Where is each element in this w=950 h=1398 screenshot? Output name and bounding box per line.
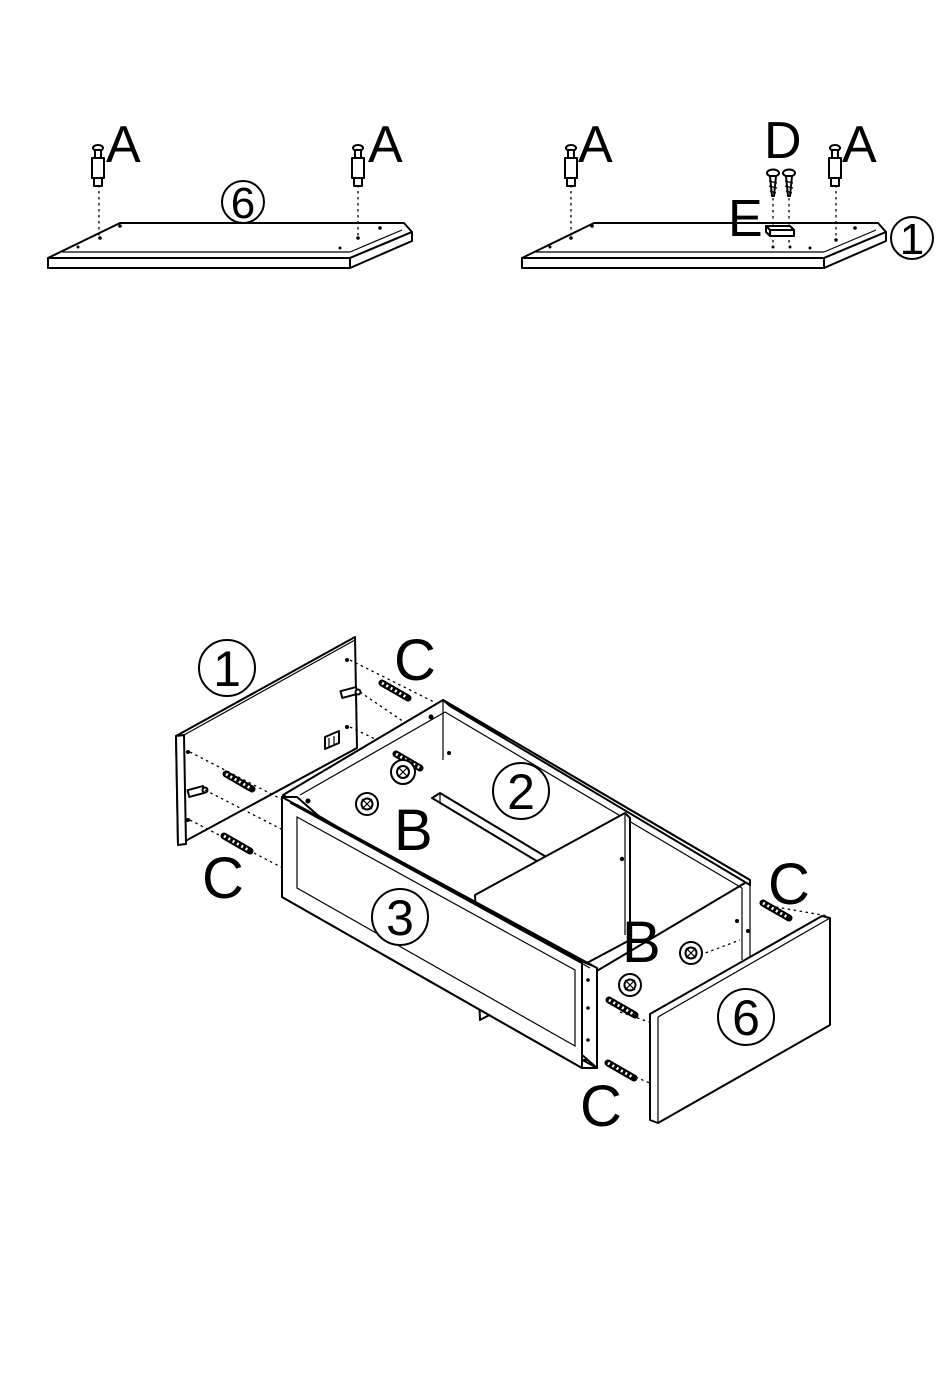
label-a-right: A bbox=[842, 116, 877, 174]
label-a-left: A bbox=[578, 116, 613, 174]
panel-1-board bbox=[522, 223, 886, 258]
step-panel-1-hardware: A D A E 1 bbox=[522, 112, 933, 268]
label-a-right: A bbox=[368, 116, 403, 174]
label-b: B bbox=[622, 910, 661, 975]
panel-number-1: 1 bbox=[213, 641, 241, 697]
panel-number-1: 1 bbox=[900, 215, 924, 264]
screw-d-icon bbox=[767, 170, 779, 197]
bracket-e-icon bbox=[766, 226, 794, 236]
cam-dowel-a-icon bbox=[829, 145, 841, 186]
cam-dowel-a-icon bbox=[565, 145, 577, 186]
label-a-left: A bbox=[106, 116, 141, 174]
label-c: C bbox=[580, 1074, 622, 1139]
label-c: C bbox=[768, 852, 810, 917]
cam-dowel-a-icon bbox=[352, 145, 364, 186]
label-b: B bbox=[394, 798, 433, 863]
step-carcass-assembly: 1 2 3 6 C B C C B C bbox=[176, 628, 830, 1139]
label-c: C bbox=[202, 846, 244, 911]
panel-number-6: 6 bbox=[231, 179, 255, 228]
panel-number-3: 3 bbox=[386, 890, 414, 946]
panel-number-2: 2 bbox=[507, 764, 535, 820]
panel-number-6: 6 bbox=[732, 990, 760, 1046]
label-e: E bbox=[728, 190, 763, 248]
cam-dowel-a-icon bbox=[92, 145, 104, 186]
label-c: C bbox=[394, 628, 436, 693]
label-d: D bbox=[764, 112, 802, 170]
panel-6-board-front bbox=[48, 258, 350, 268]
cam-lock-b-icon bbox=[391, 760, 415, 784]
cam-lock-b-icon bbox=[680, 942, 702, 964]
screw-d-icon bbox=[783, 170, 795, 197]
panel-1-board-front bbox=[522, 258, 824, 268]
cam-lock-b-icon bbox=[619, 974, 641, 996]
step-panel-6-dowels: A A 6 bbox=[48, 116, 412, 268]
cam-lock-b-icon bbox=[356, 793, 378, 815]
